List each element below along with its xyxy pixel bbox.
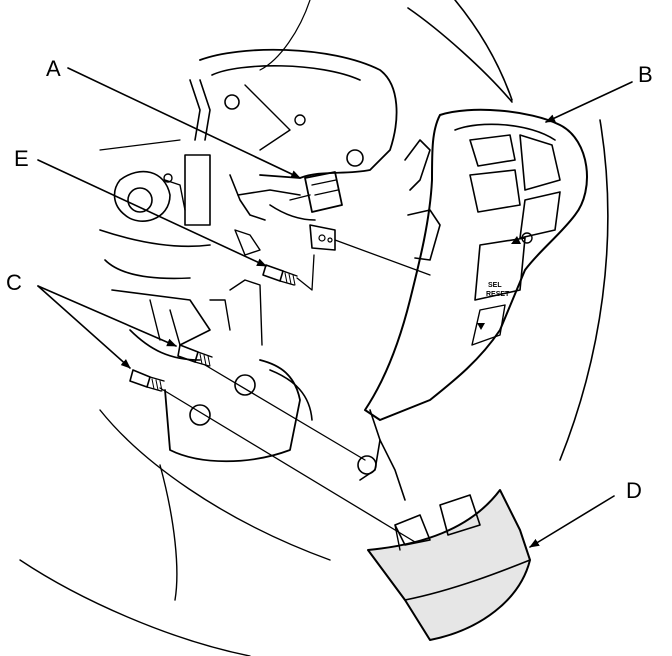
callout-c: C <box>6 270 22 295</box>
connector-a <box>289 171 343 213</box>
up-arrow-icon <box>511 236 521 244</box>
down-arrow-icon <box>477 323 485 330</box>
arrow-a <box>67 67 301 179</box>
callout-d: D <box>626 478 642 503</box>
screw-c-lower <box>129 369 165 392</box>
arrow-e <box>37 159 267 267</box>
callout-a: A <box>46 56 61 81</box>
callout-e: E <box>14 146 29 171</box>
arrow-b <box>545 81 633 123</box>
callout-arrows <box>37 67 633 548</box>
info-icon <box>521 232 533 244</box>
callout-b: B <box>638 62 653 87</box>
arrow-c-upper <box>37 285 177 347</box>
sel-label: SEL <box>488 282 502 289</box>
arrow-d <box>529 495 615 548</box>
hub-housing <box>99 48 398 361</box>
arrow-c-lower <box>37 285 131 369</box>
mount-bracket <box>309 224 336 251</box>
switch-cover-d <box>367 489 531 641</box>
steering-switch-b: SEL RESET <box>357 108 588 501</box>
alignment-lines <box>159 239 431 546</box>
wiring-harness <box>163 79 316 256</box>
screw-e <box>262 264 298 286</box>
steering-wheel-outline <box>19 0 609 656</box>
screw-c-upper <box>177 344 213 367</box>
reset-label: RESET <box>486 291 510 298</box>
lower-hub-housing <box>164 279 313 463</box>
